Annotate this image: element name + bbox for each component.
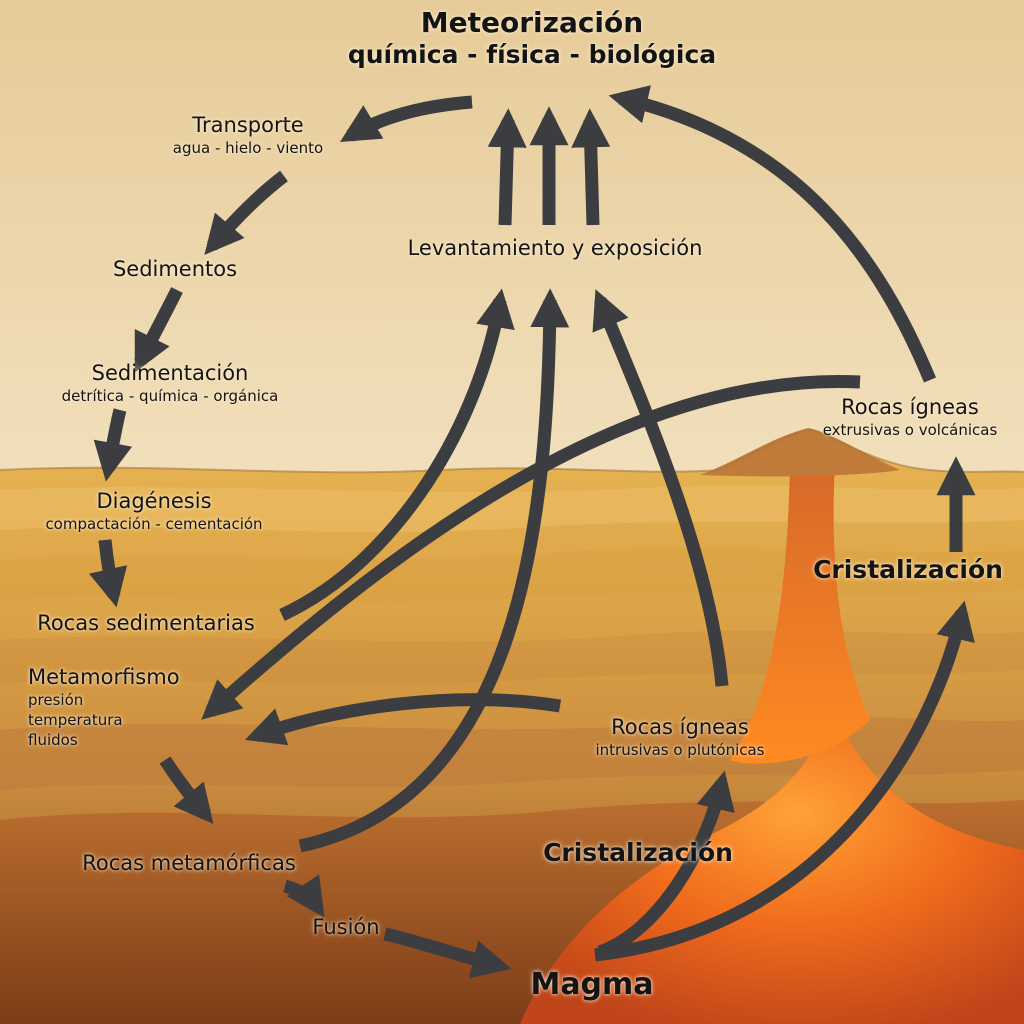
rocas-igneas-extrusivas-title: Rocas ígneas [841,395,979,419]
metamorfismo-title: Metamorfismo [28,665,180,689]
volcano [700,428,900,477]
arrow-weathering-to-transport [339,95,473,143]
arrow-uplift-to-weathering-1 [487,108,527,226]
label-diagenesis: Diagénesis compactación - cementación [45,488,262,534]
arrow-sedimentation-to-diagenesis [93,408,133,482]
sedimentos-title: Sedimentos [112,257,238,281]
label-levantamiento: Levantamiento y exposición [408,235,703,261]
transporte-agents: agua - hielo - viento [172,139,324,157]
metamorfismo-factor-temperatura: temperatura [28,711,123,729]
arrow-intrusive-to-metamorphism [244,693,562,746]
arrow-fusion-to-magma [383,927,512,979]
diagenesis-title: Diagénesis [96,489,212,513]
label-rocas-igneas-intrusivas: Rocas ígneas intrusivas o plutónicas [596,714,765,760]
sedimentacion-types: detrítica - química - orgánica [61,387,279,405]
arrow-sediments-to-sedimentation [134,287,183,373]
rocas-igneas-intrusivas-type: intrusivas o plutónicas [595,741,765,759]
diagenesis-processes: compactación - cementación [45,515,263,533]
label-magma: Magma [530,968,653,1002]
rocas-igneas-intrusivas-title: Rocas ígneas [611,715,749,739]
label-metamorfismo: Metamorfismo presión temperatura fluidos [28,664,180,750]
metamorfismo-factor-fluidos: fluidos [28,731,78,749]
label-transporte: Transporte agua - hielo - viento [173,112,323,158]
magma-title: Magma [530,967,654,1002]
rocas-metamorficas-title: Rocas metamórficas [82,851,296,875]
cristalizacion-derecha-title: Cristalización [813,555,1003,584]
label-rocas-metamorficas: Rocas metamórficas [82,850,296,876]
volcano-conduit [730,456,870,764]
arrow-transport-to-sediments [204,170,288,255]
rocas-igneas-extrusivas-type: extrusivas o volcánicas [822,421,998,439]
label-rocas-sedimentarias: Rocas sedimentarias [37,610,255,636]
sedimentacion-title: Sedimentación [91,361,249,385]
transporte-title: Transporte [192,113,304,137]
label-fusion: Fusión [312,914,379,940]
arrow-metamorphic-to-fusion [283,874,325,918]
cristalizacion-centro-title: Cristalización [543,838,733,867]
label-sedimentacion: Sedimentación detrítica - química - orgá… [62,360,279,406]
arrow-extrusive-to-metamorphism [201,374,861,720]
label-cristalizacion-derecha: Cristalización [813,555,1003,585]
arrow-intrusive-to-uplift [592,289,729,687]
arrow-sedimentary-to-uplift [279,288,515,621]
rocas-sedimentarias-title: Rocas sedimentarias [37,611,255,635]
title-block: Meteorización química - física - biológi… [348,6,716,70]
label-rocas-igneas-extrusivas: Rocas ígneas extrusivas o volcánicas [823,394,998,440]
label-cristalizacion-centro: Cristalización [543,838,733,868]
arrow-metamorphism-to-metamorphic [159,756,214,825]
arrow-metamorphic-to-uplift [298,288,570,853]
metamorfismo-factor-presion: presión [28,691,84,709]
arrow-extrusive-to-weathering [608,85,936,383]
levantamiento-title: Levantamiento y exposición [407,236,703,260]
label-sedimentos: Sedimentos [113,256,237,282]
title-weathering-types: química - física - biológica [347,40,717,69]
arrow-uplift-to-weathering-3 [571,108,611,226]
arrow-magma-to-crystallization-right [594,600,975,962]
title-meteorizacion: Meteorización [420,6,644,39]
fusion-title: Fusión [312,915,380,939]
arrow-diagenesis-to-sedimentary [89,539,128,608]
arrow-magma-to-intrusive [597,770,735,959]
